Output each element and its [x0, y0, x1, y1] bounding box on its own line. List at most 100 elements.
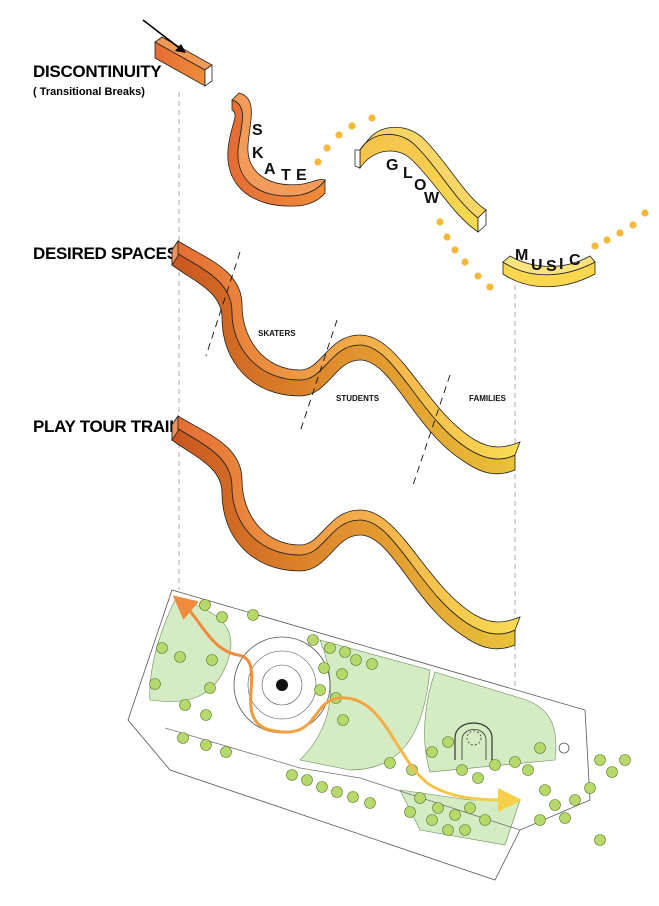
connector-dot: [451, 246, 459, 254]
zone-dividers: [205, 251, 451, 486]
connector-dot: [323, 144, 331, 152]
music-letter-3: S: [546, 258, 557, 275]
tree-icon: [179, 699, 191, 711]
tree-icon: [404, 806, 416, 818]
tree-icon: [206, 654, 218, 666]
tree-icon: [426, 746, 438, 758]
tree-icon: [606, 766, 618, 778]
tree-icon: [594, 834, 606, 846]
site-plan: [127, 589, 631, 881]
tree-icon: [534, 742, 546, 754]
entry-block: [154, 36, 213, 87]
arrow-icon: [142, 19, 186, 53]
tree-icon: [569, 794, 581, 806]
desired-spaces-title: DESIRED SPACES: [33, 244, 178, 263]
discontinuity-title: DISCONTINUITY: [33, 62, 162, 81]
desired-spaces-section: DESIRED SPACES SKATERS STUDENTS FAMILIES: [33, 239, 521, 486]
tree-icon: [489, 759, 501, 771]
tree-icon: [204, 682, 216, 694]
glow-letter-3: O: [414, 177, 426, 194]
tree-icon: [200, 709, 212, 721]
tree-icon: [619, 754, 631, 766]
tree-icon: [331, 786, 343, 798]
glow-letter-2: L: [403, 165, 413, 182]
tree-icon: [534, 814, 546, 826]
tree-icon: [149, 678, 161, 690]
connector-dot: [436, 218, 444, 226]
tree-icon: [366, 658, 378, 670]
discontinuity-subtitle: ( Transitional Breaks): [33, 86, 145, 98]
tree-icon: [442, 736, 454, 748]
play-tour-trail-section: PLAY TOUR TRAIL: [33, 414, 521, 650]
music-letter-4: I: [559, 256, 563, 273]
skate-letter-3: A: [264, 161, 276, 178]
tree-icon: [318, 662, 330, 674]
tree-icon: [177, 732, 189, 744]
tree-icon: [314, 684, 326, 696]
tree-icon: [584, 782, 596, 794]
tree-icon: [414, 792, 426, 804]
tree-icon: [509, 756, 521, 768]
tree-icon: [432, 802, 444, 814]
connector-dot: [348, 122, 356, 130]
tree-icon: [216, 611, 228, 623]
tree-icon: [200, 739, 212, 751]
amphitheater: [454, 722, 493, 760]
tree-icon: [316, 781, 328, 793]
tree-icon: [479, 814, 491, 826]
skate-segment: S K A T E: [227, 92, 326, 207]
connector-dot: [474, 272, 482, 280]
connector-dot: [461, 258, 469, 266]
small-feature: [558, 742, 570, 754]
connector-dot: [443, 233, 451, 241]
tree-icon: [384, 757, 396, 769]
tree-icon: [449, 809, 461, 821]
tree-icon: [156, 642, 168, 654]
tree-icon: [549, 799, 561, 811]
tour-path-main: [237, 653, 522, 812]
tree-icon: [459, 824, 471, 836]
zone-label-students: STUDENTS: [336, 394, 380, 403]
skate-letter-5: E: [296, 167, 307, 184]
skate-letter-1: S: [252, 122, 263, 139]
connector-dot: [368, 114, 376, 122]
tree-icon: [247, 609, 259, 621]
connector-dot: [314, 158, 322, 166]
play-tour-trail-title: PLAY TOUR TRAIL: [33, 417, 179, 436]
tree-icon: [324, 642, 336, 654]
tree-icon: [464, 802, 476, 814]
tree-icon: [174, 651, 186, 663]
discontinuity-section: DISCONTINUITY ( Transitional Breaks) S K…: [33, 19, 649, 291]
tree-icon: [426, 814, 438, 826]
music-letter-1: M: [515, 247, 528, 264]
connector-dot: [629, 221, 637, 229]
music-letter-5: C: [569, 252, 581, 269]
tree-icon: [364, 797, 376, 809]
tree-icon: [307, 634, 319, 646]
glow-letter-4: W: [424, 190, 440, 207]
plaza-circle: [233, 636, 331, 734]
tree-icon: [339, 646, 351, 658]
dotted-connections: [314, 114, 649, 291]
tree-icon: [337, 714, 349, 726]
connector-dot: [641, 209, 649, 217]
connector-dot: [335, 131, 343, 139]
tree-icon: [286, 769, 298, 781]
tree-icon: [336, 668, 348, 680]
music-segment: M U S I C: [502, 247, 596, 288]
tree-icon: [350, 654, 362, 666]
glow-segment: G L O W: [354, 126, 487, 233]
zone-label-skaters: SKATERS: [258, 329, 296, 338]
tree-icon: [199, 599, 211, 611]
desired-spaces-ribbon: [171, 239, 521, 475]
tree-icon: [301, 774, 313, 786]
trees: [149, 599, 631, 846]
zone-label-families: FAMILIES: [469, 394, 507, 403]
tree-icon: [594, 754, 606, 766]
tree-icon: [559, 812, 571, 824]
tree-icon: [220, 746, 232, 758]
tree-icon: [539, 784, 551, 796]
skate-letter-2: K: [252, 145, 264, 162]
connector-dot: [486, 283, 494, 291]
